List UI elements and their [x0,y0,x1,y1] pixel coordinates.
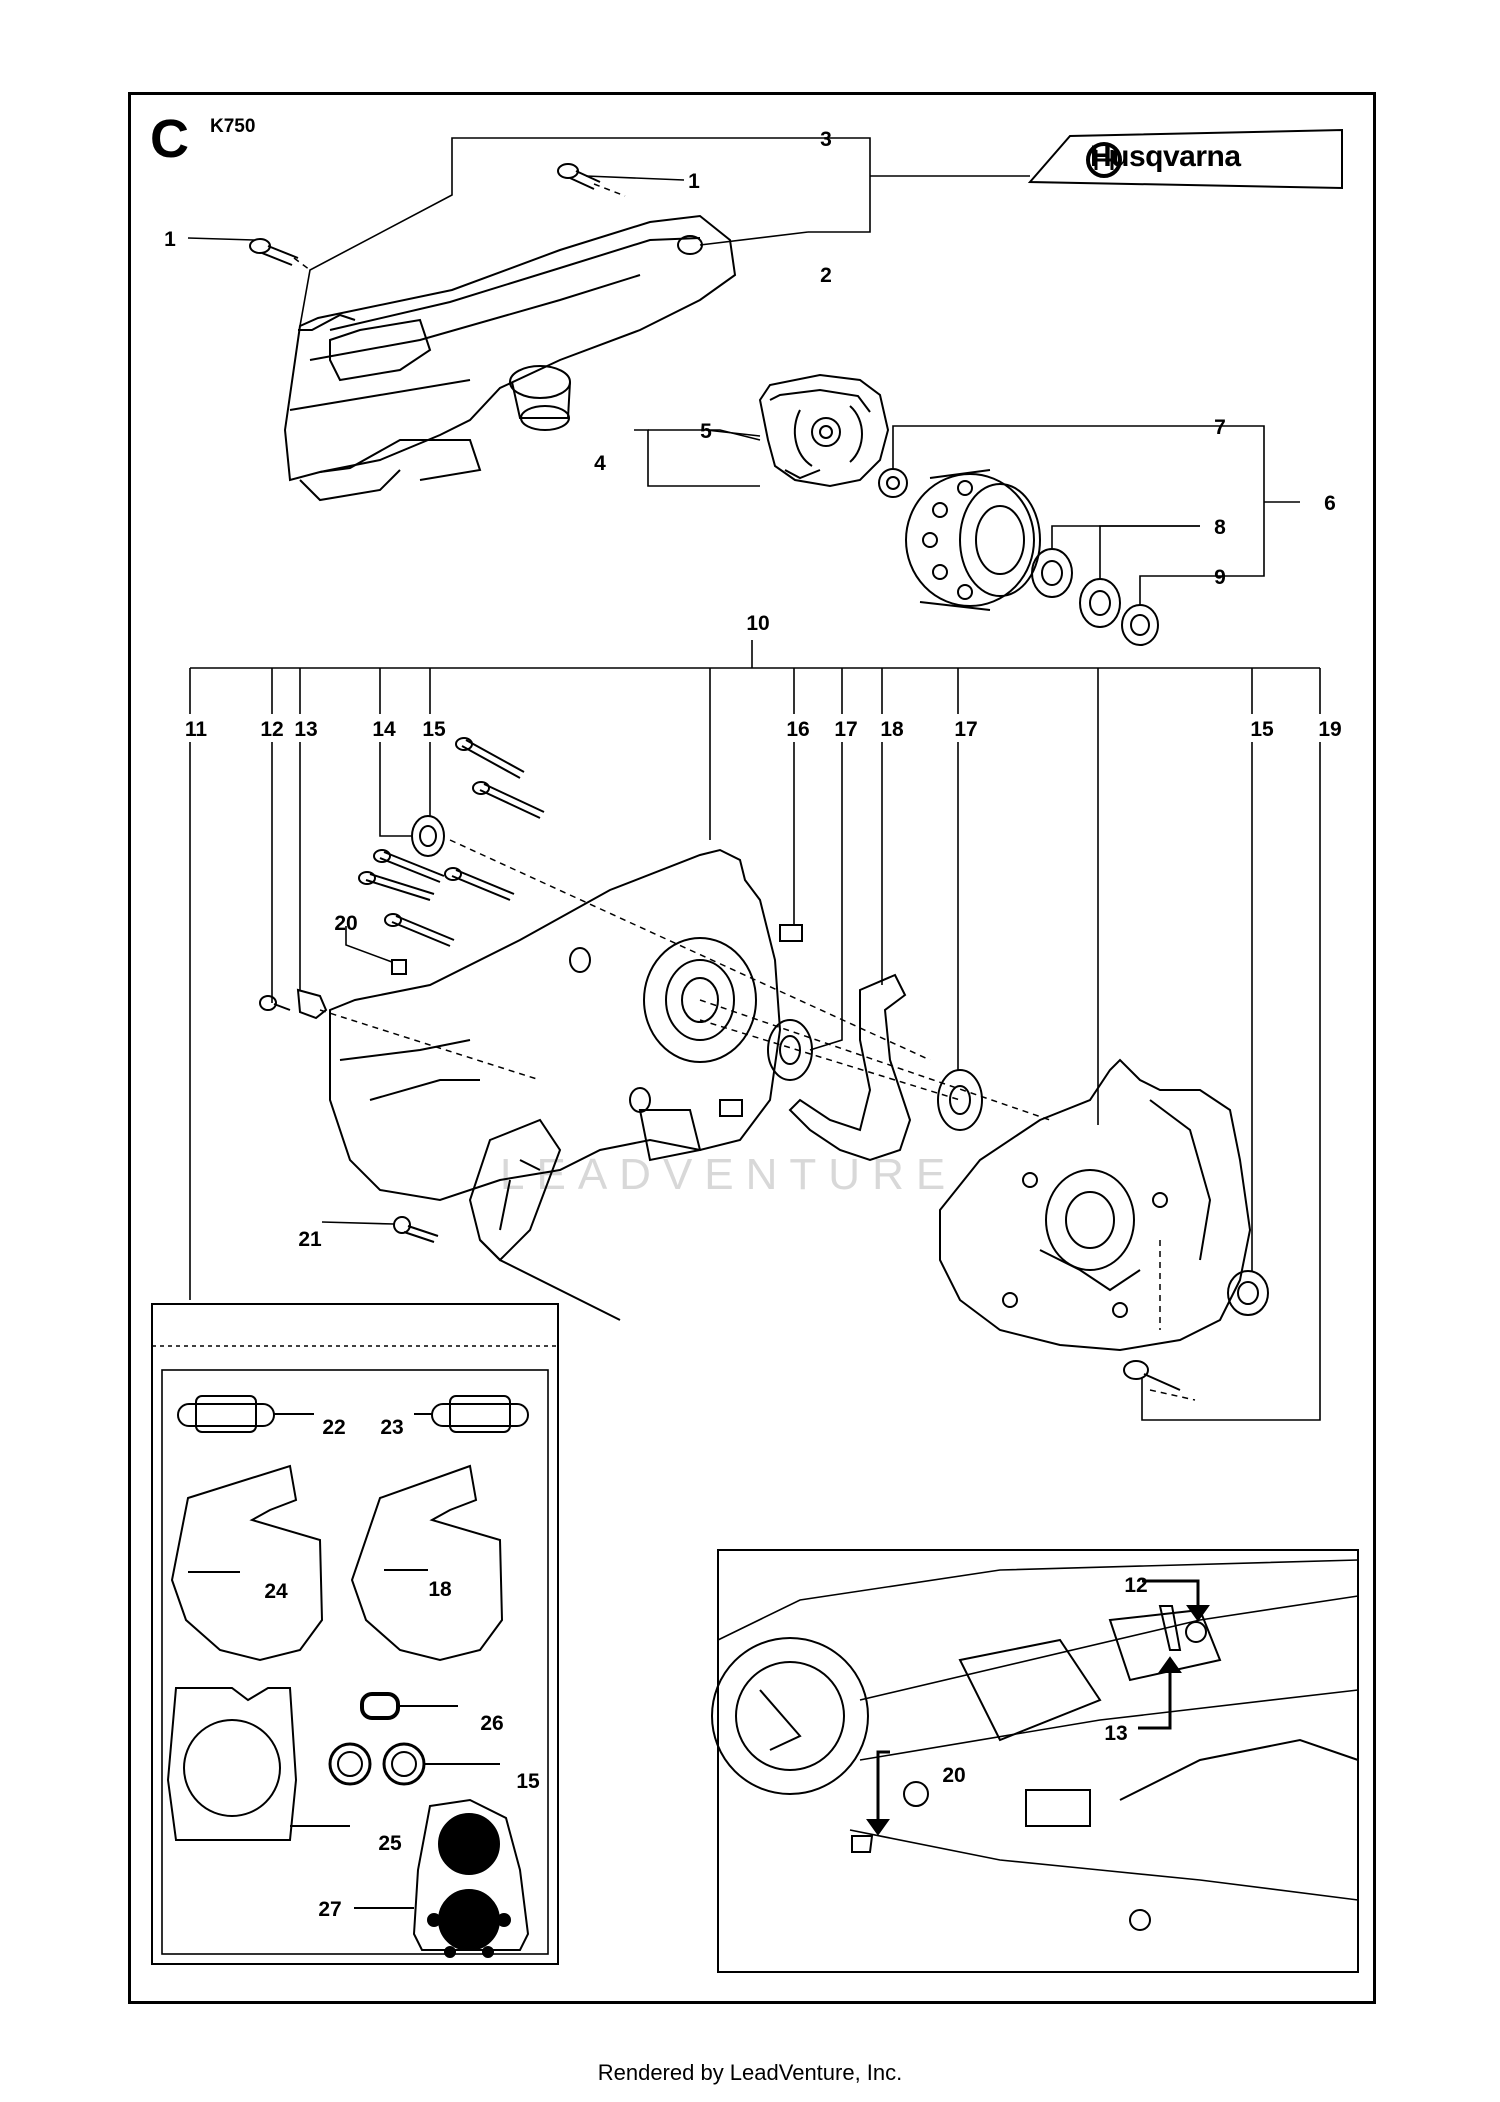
explosion-lines [293,183,1196,1401]
callout-20: 20 [334,912,357,935]
oil-seal-left [411,815,445,857]
brand-name: Husqvarna [1090,140,1241,173]
inset-callout-12: 12 [1124,1574,1147,1597]
callout-2: 2 [820,264,832,287]
belt-guard [283,214,737,502]
crankcase-left-half [329,848,782,1321]
crankcase-gasket [788,973,912,1162]
callout-8: 8 [1214,516,1226,539]
callout-27: 27 [318,1898,341,1921]
callout-18: 18 [880,718,904,741]
needle-bearing-part-8 [1031,548,1121,628]
callout-9: 9 [1214,566,1226,589]
nut-part-20 [391,959,407,975]
callout-21: 21 [298,1228,322,1251]
callout-15: 15 [1250,718,1274,741]
callout-10: 10 [746,612,769,635]
inset-detail-view [711,1549,1359,1973]
callout-22: 22 [322,1416,345,1439]
crankcase-screws [358,737,545,947]
callout-26: 26 [480,1712,503,1735]
husqvarna-logo [1027,128,1343,190]
model-label: K750 [210,116,256,137]
clutch-assembly [758,373,890,488]
leader-lines [187,137,1321,1421]
washer-part-9 [1121,604,1159,646]
callout-12: 12 [260,718,283,741]
callout-3: 3 [820,128,832,151]
gasket-kit [151,1303,559,1965]
callout-7: 7 [1214,416,1226,439]
callout-labels: 3 1 1 2 5 4 7 6 8 9 10 11 12 13 14 15 16… [164,128,1342,1921]
oil-seal-right [1227,1270,1269,1316]
callout-17: 17 [954,718,977,741]
screw-part-21 [393,1216,439,1243]
inset-callout-20: 20 [942,1764,965,1787]
callout-13: 13 [294,718,317,741]
callout-19: 19 [1318,718,1341,741]
sheet-letter: C [150,109,189,169]
callout-6: 6 [1324,492,1336,515]
bracket-part-13 [296,988,328,1020]
callout-15: 15 [516,1770,540,1793]
callout-16: 16 [786,718,809,741]
callout-23: 23 [380,1416,403,1439]
watermark: LEADVENTURE [500,1150,958,1199]
callout-5: 5 [700,420,712,443]
dowel-pin-part-16 [719,924,803,1117]
callout-17: 17 [834,718,857,741]
callout-4: 4 [594,452,606,475]
clutch-drum [905,469,1041,611]
callout-18: 18 [428,1578,452,1601]
screw-part-12 [259,995,291,1011]
crankshaft-bearing-left [767,1019,813,1081]
screw-part-1-left [249,238,299,266]
inset-callout-13: 13 [1104,1722,1127,1745]
crankcase-right-half [939,1058,1252,1352]
diagram-frame [128,92,1376,2004]
footer-credit: Rendered by LeadVenture, Inc. [597,2060,903,2085]
callout-15: 15 [422,718,446,741]
screw-part-19 [1123,1360,1181,1391]
callout-1: 1 [688,170,700,193]
callout-11: 11 [185,718,208,741]
callout-14: 14 [372,718,396,741]
crankshaft-bearing-right [937,1069,983,1131]
callout-25: 25 [378,1832,402,1855]
washer-part-7 [878,468,908,498]
callout-1: 1 [164,228,176,251]
callout-24: 24 [264,1580,288,1603]
